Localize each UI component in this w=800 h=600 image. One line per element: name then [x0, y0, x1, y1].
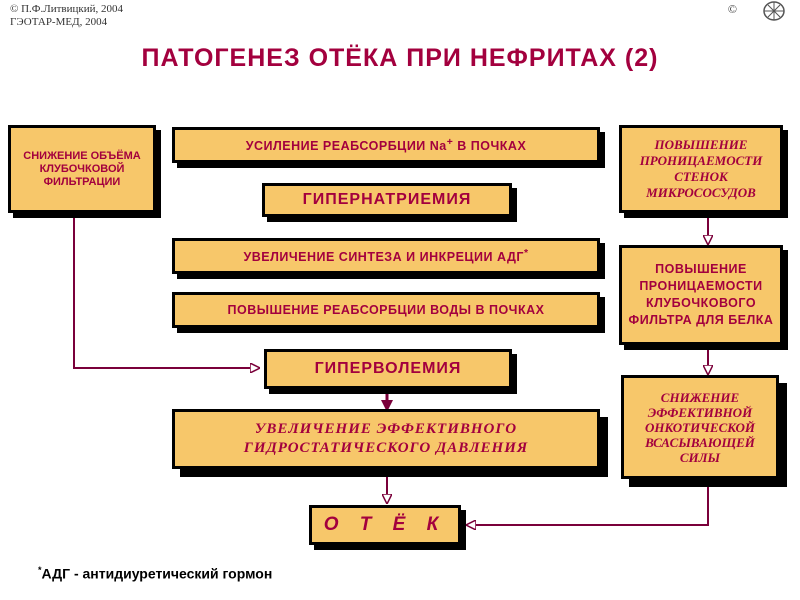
credit-line-1: © П.Ф.Литвицкий, 2004: [10, 3, 123, 15]
adh-synthesis-label: УВЕЛИЧЕНИЕ СИНТЕЗА И ИНКРЕЦИИ АДГ: [243, 250, 524, 265]
credits: © П.Ф.Литвицкий, 2004 ГЭОТАР-МЕД, 2004: [10, 3, 123, 29]
footnote-text: АДГ - антидиуретический гормон: [41, 565, 273, 582]
box-microvessel-permeability: ПОВЫШЕНИЕ ПРОНИЦАЕМОСТИ СТЕНОК МИКРОСОСУ…: [619, 125, 783, 213]
adh-star: *: [523, 248, 529, 260]
na-reabsorption-suffix: В ПОЧКАХ: [453, 139, 527, 154]
box-adh-synthesis: УВЕЛИЧЕНИЕ СИНТЕЗА И ИНКРЕЦИИ АДГ*: [172, 238, 600, 274]
box-edema: О Т Ё К: [309, 505, 461, 545]
copyright-symbol: ©: [727, 2, 737, 16]
arrow-left-to-hypervolemia: [73, 212, 258, 368]
page-title: ПАТОГЕНЕЗ ОТЁКА ПРИ НЕФРИТАХ (2): [141, 44, 659, 72]
footnote-star: *: [38, 565, 42, 575]
publisher-logo-icon: [763, 1, 785, 21]
credit-line-2: ГЭОТАР-МЕД, 2004: [10, 16, 108, 28]
box-hypernatremia: ГИПЕРНАТРИЕМИЯ: [262, 183, 512, 217]
box-na-reabsorption: УСИЛЕНИЕ РЕАБСОРБЦИИ Na+ В ПОЧКАХ: [172, 127, 600, 163]
box-hypervolemia: ГИПЕРВОЛЕМИЯ: [264, 349, 512, 389]
na-reabsorption-label: УСИЛЕНИЕ РЕАБСОРБЦИИ Na: [245, 139, 447, 154]
box-water-reabsorption: ПОВЫШЕНИЕ РЕАБСОРБЦИИ ВОДЫ В ПОЧКАХ: [172, 292, 600, 328]
footnote: *АДГ - антидиуретический гормон: [38, 565, 272, 582]
box-glomerular-filter-permeability: ПОВЫШЕНИЕ ПРОНИЦАЕМОСТИ КЛУБОЧКОВОГО ФИЛ…: [619, 245, 783, 345]
box-filtration-decrease: СНИЖЕНИЕ ОБЪЁМА КЛУБОЧКОВОЙ ФИЛЬТРАЦИИ: [8, 125, 156, 213]
box-oncotic-force-decrease: СНИЖЕНИЕ ЭФФЕКТИВНОЙ ОНКОТИЧЕСКОЙ ВСАСЫВ…: [621, 375, 779, 479]
na-superscript: +: [446, 137, 454, 149]
box-hydrostatic-pressure: УВЕЛИЧЕНИЕ ЭФФЕКТИВНОГО ГИДРОСТАТИЧЕСКОГ…: [172, 409, 600, 469]
arrow-oncotic-to-edema: [468, 480, 709, 525]
